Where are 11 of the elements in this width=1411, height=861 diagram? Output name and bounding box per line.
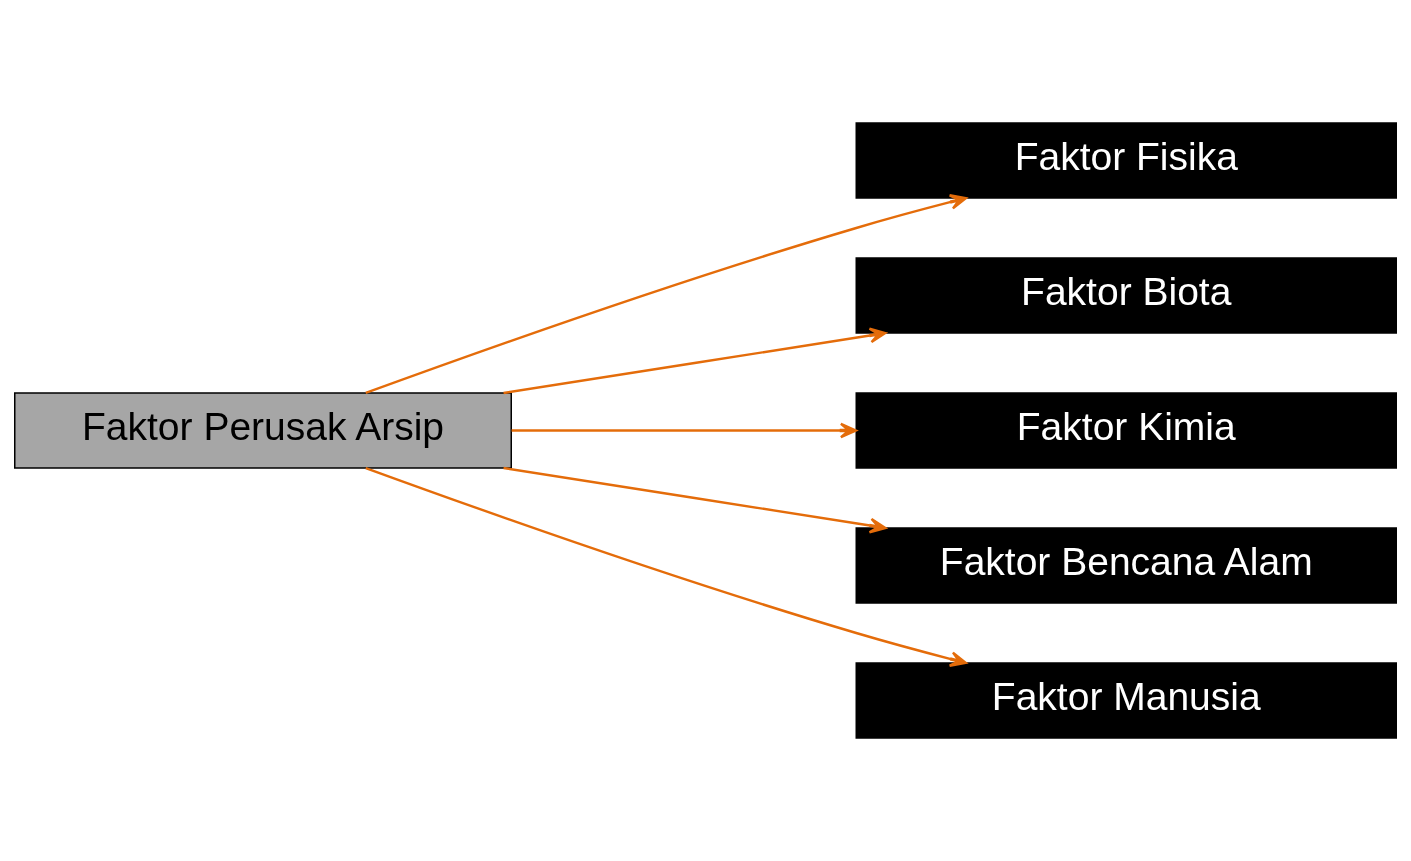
arrow: [503, 466, 887, 534]
arrow: [511, 422, 858, 439]
arrow: [503, 327, 887, 395]
arrow: [365, 194, 968, 395]
node-box: Faktor Bencana Alam: [855, 527, 1397, 604]
node-box: Faktor Perusak Arsip: [14, 392, 512, 469]
node-box: Faktor Fisika: [855, 122, 1397, 199]
arrow: [365, 466, 968, 667]
node-box: Faktor Manusia: [855, 662, 1397, 739]
node-box: Faktor Kimia: [855, 392, 1397, 469]
node-box: Faktor Biota: [855, 257, 1397, 334]
